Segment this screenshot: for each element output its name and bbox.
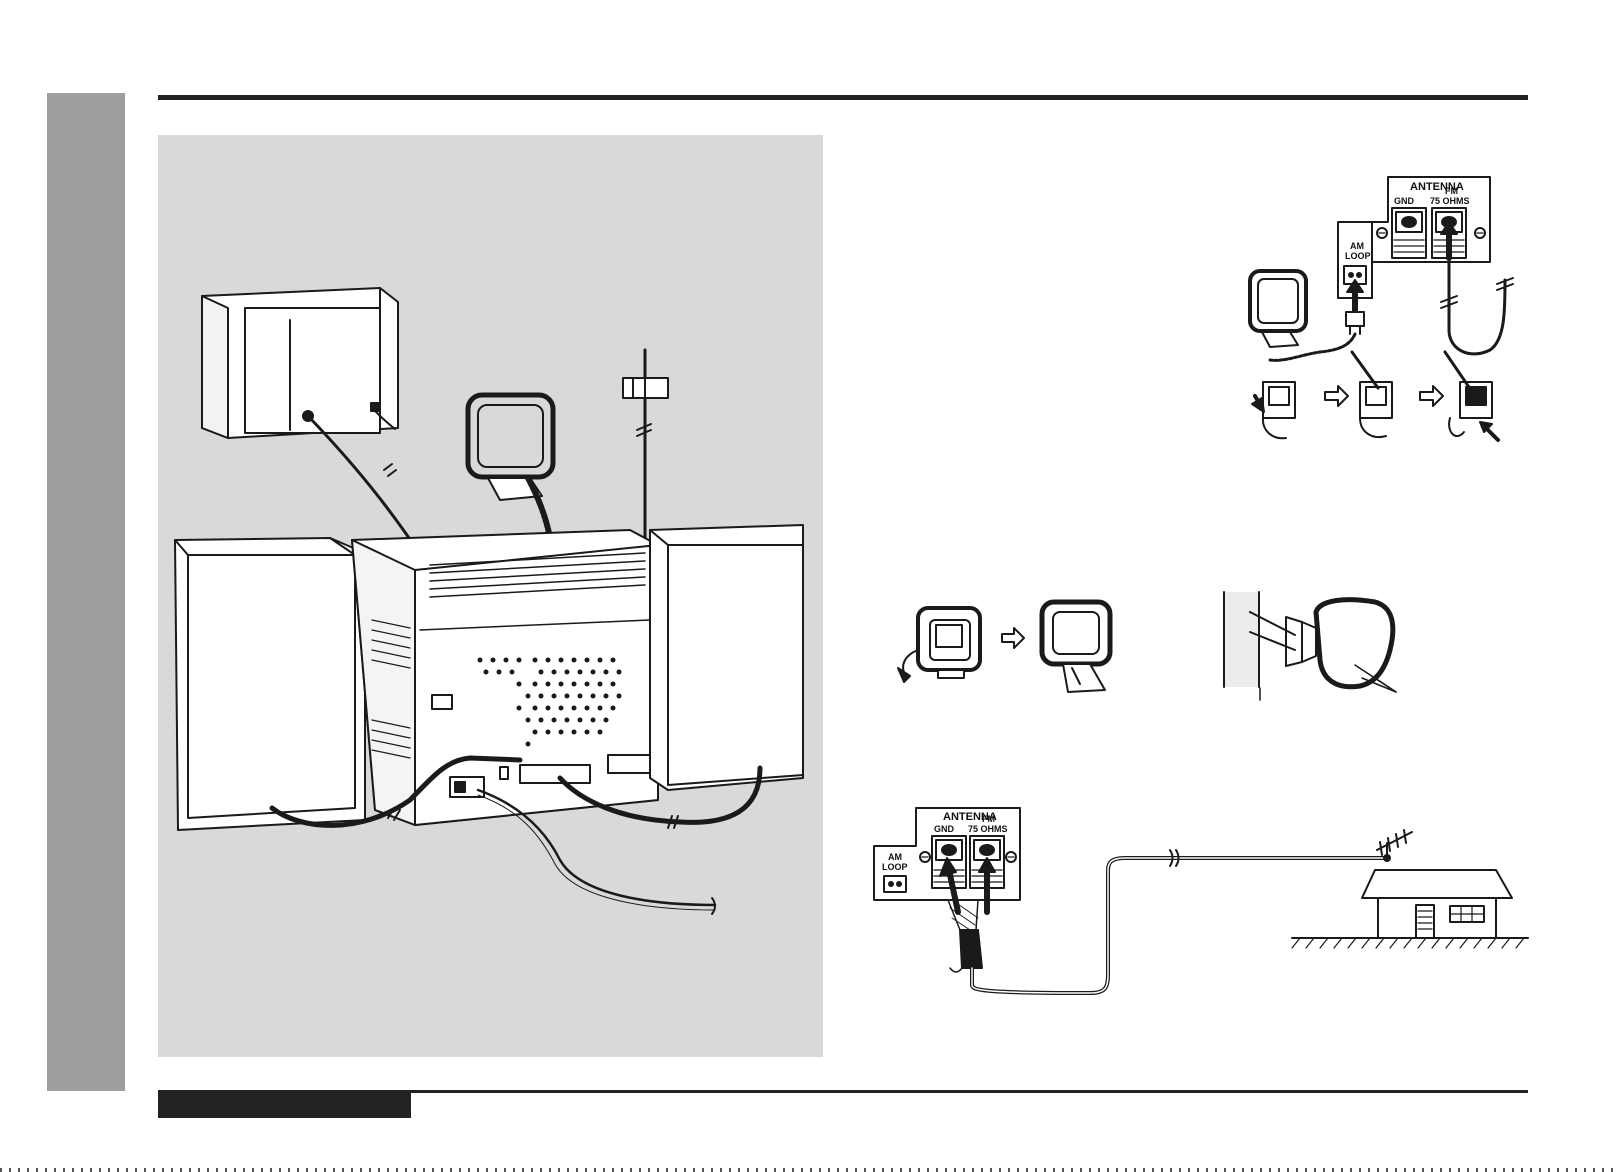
fm-ohms-label-top: 75 OHMS	[1430, 196, 1470, 206]
assembly-arrow	[1002, 628, 1024, 648]
terminal-step-1	[1252, 382, 1295, 438]
fm-ohms-label-bottom: 75 OHMS	[968, 824, 1008, 834]
loop-label-bottom: LOOP	[882, 862, 908, 872]
fm-cable-top	[1449, 262, 1505, 354]
am-loop-assembly-step-2	[1042, 602, 1110, 692]
step-arrow-2	[1420, 386, 1443, 406]
am-loop-assembly-step-1	[898, 608, 980, 682]
main-unit-illustration	[352, 530, 658, 825]
fm-label-top: FM	[1445, 186, 1458, 196]
am-loop-wall-mount	[1224, 592, 1396, 700]
fm-label-bottom: FM	[982, 814, 995, 824]
loop-label-top: LOOP	[1345, 251, 1371, 261]
house-with-outdoor-antenna	[1292, 830, 1528, 948]
gnd-label-top: GND	[1394, 196, 1415, 206]
am-label-bottom: AM	[888, 852, 902, 862]
tv-set-illustration	[202, 288, 398, 438]
terminal-step-2	[1352, 352, 1392, 437]
step-arrow-1	[1325, 386, 1348, 406]
left-speaker-illustration	[175, 538, 365, 830]
terminal-step-3	[1445, 352, 1498, 440]
am-label-top: AM	[1350, 241, 1364, 251]
gnd-label-bottom: GND	[934, 824, 955, 834]
right-speaker-illustration	[650, 525, 803, 790]
